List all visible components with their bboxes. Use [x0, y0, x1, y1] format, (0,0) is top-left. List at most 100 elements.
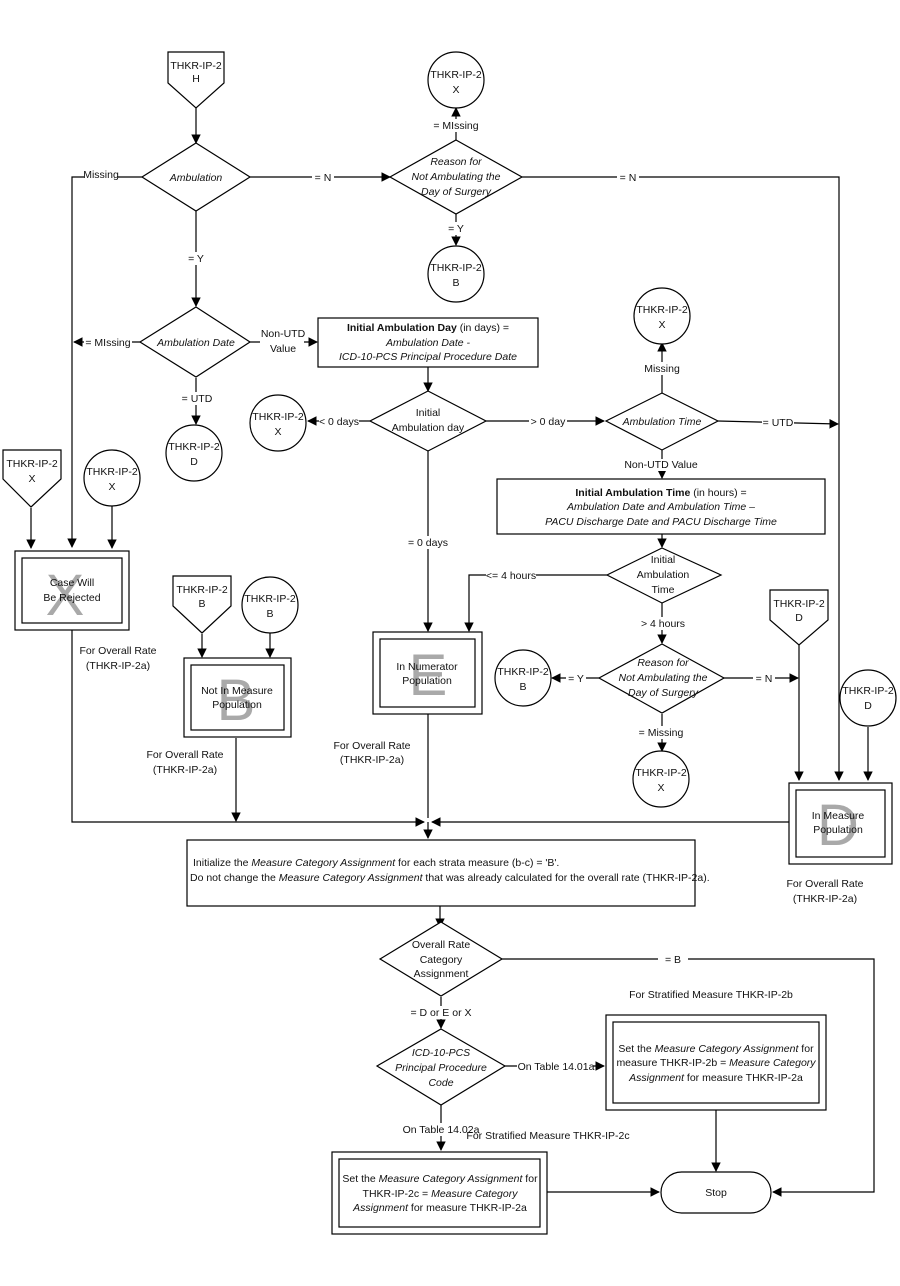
outcome-case-rejected[interactable]: X Case Will Be Rejected	[14, 550, 130, 631]
process-line: ICD-10-PCS Principal Procedure Date	[339, 351, 517, 363]
outcome-label: Not In Measure	[201, 685, 273, 697]
connector-ambdate-d[interactable]: THKR-IP-2 D	[165, 424, 223, 482]
outcome-label: Case Will	[50, 577, 94, 589]
connector-code: X	[452, 84, 459, 96]
connector-code: X	[658, 319, 665, 331]
offpage-connector-d[interactable]: THKR-IP-2 D	[769, 589, 829, 646]
decision-reason-not-ambulating-bottom[interactable]: Reason for Not Ambulating the Day of Sur…	[597, 643, 726, 714]
connector-label: THKR-IP-2	[244, 593, 295, 605]
connector-code: D	[190, 456, 198, 468]
decision-initial-ambulation-time[interactable]: Initial Ambulation Time	[605, 547, 723, 604]
annotation-stratified-2b: For Stratified Measure THKR-IP-2b	[629, 989, 793, 1001]
process-line: Do not change the Measure Category Assig…	[190, 872, 710, 884]
connector-label: THKR-IP-2	[176, 584, 227, 596]
decision-label: Ambulation Date	[156, 337, 235, 349]
connector-label: THKR-IP-2	[252, 411, 303, 423]
process-line: measure THKR-IP-2b = Measure Category	[616, 1057, 816, 1069]
annotation-overall-rate: For Overall Rate	[333, 740, 410, 752]
decision-label: Ambulation Time	[622, 416, 702, 428]
decision-label: Initial	[651, 554, 676, 566]
connector-label: THKR-IP-2	[842, 685, 893, 697]
annotation-stratified-2c: For Stratified Measure THKR-IP-2c	[466, 1130, 629, 1142]
terminal-stop[interactable]: Stop	[660, 1171, 772, 1214]
edge-labels: Missing = N = Y = MIssing = Y = N = MIss…	[83, 119, 794, 1136]
decision-icd-procedure-code[interactable]: ICD-10-PCS Principal Procedure Code	[375, 1028, 507, 1106]
connector-onpage-x[interactable]: THKR-IP-2 X	[83, 449, 141, 507]
edge-label: <= 4 hours	[486, 570, 536, 582]
decision-ambulation[interactable]: Ambulation	[140, 142, 252, 212]
process-line: THKR-IP-2c = Measure Category	[363, 1188, 519, 1200]
annotation-overall-rate: (THKR-IP-2a)	[153, 764, 217, 776]
annotation-overall-rate: For Overall Rate	[146, 749, 223, 761]
outcome-in-measure[interactable]: D In Measure Population	[788, 782, 893, 865]
outcome-label: In Numerator	[396, 661, 458, 673]
connector-onpage-b[interactable]: THKR-IP-2 B	[241, 576, 299, 634]
process-line: Set the Measure Category Assignment for	[618, 1043, 814, 1055]
process-initialize-category[interactable]: Initialize the Measure Category Assignme…	[186, 839, 710, 907]
decision-ambulation-time[interactable]: Ambulation Time	[604, 392, 720, 451]
edge-label: Non-UTD Value	[624, 459, 697, 471]
connector-code: X	[274, 426, 281, 438]
connector-ambtime-x[interactable]: THKR-IP-2 X	[633, 287, 691, 345]
category-letter-x: X	[46, 563, 85, 628]
process-line: Initialize the Measure Category Assignme…	[193, 857, 559, 869]
annotation-overall-rate: (THKR-IP-2a)	[340, 754, 404, 766]
edge-amb-missing	[67, 176, 142, 548]
process-initial-ambulation-time[interactable]: Initial Ambulation Time (in hours) = Amb…	[496, 478, 826, 535]
process-set-thkr-ip-2b[interactable]: Set the Measure Category Assignment for …	[605, 1014, 827, 1111]
connector-reason2-b[interactable]: THKR-IP-2 B	[494, 649, 552, 707]
edge-label: = MIssing	[85, 337, 130, 349]
connector-top-b[interactable]: THKR-IP-2 B	[427, 245, 485, 303]
connector-code: X	[28, 473, 35, 485]
decision-reason-not-ambulating-top[interactable]: Reason for Not Ambulating the Day of Sur…	[388, 139, 524, 215]
connector-top-x[interactable]: THKR-IP-2 X	[427, 51, 485, 109]
process-set-thkr-ip-2c[interactable]: Set the Measure Category Assignment for …	[331, 1151, 548, 1235]
connector-code: X	[657, 782, 664, 794]
connector-code: D	[864, 700, 872, 712]
connector-label: THKR-IP-2	[430, 262, 481, 274]
decision-label: Not Ambulating the	[619, 672, 708, 684]
offpage-connector-h[interactable]: THKR-IP-2 H	[167, 51, 225, 109]
edge-label: Non-UTD	[261, 328, 306, 340]
connector-label: THKR-IP-2	[636, 304, 687, 316]
terminal-label: Stop	[705, 1187, 727, 1199]
decision-label: Principal Procedure	[395, 1062, 487, 1074]
connector-label: THKR-IP-2	[635, 767, 686, 779]
outcome-label: In Measure	[812, 810, 865, 822]
decision-initial-ambulation-day[interactable]: Initial Ambulation day	[368, 390, 488, 452]
edge-label: Missing	[644, 363, 680, 375]
decision-ambulation-date[interactable]: Ambulation Date	[138, 306, 252, 378]
edge-label: > 4 hours	[641, 618, 685, 630]
offpage-connector-x[interactable]: THKR-IP-2 X	[2, 449, 62, 508]
edge-label: = UTD	[763, 417, 794, 429]
connector-label: THKR-IP-2	[168, 441, 219, 453]
decision-label: Reason for	[430, 156, 482, 168]
edge-label: = Y	[188, 253, 204, 265]
edge-label: = N	[756, 673, 773, 685]
decision-label: Not Ambulating the	[412, 171, 501, 183]
connector-label: THKR-IP-2	[430, 69, 481, 81]
connector-onpage-d[interactable]: THKR-IP-2 D	[839, 669, 897, 727]
outcome-in-numerator[interactable]: E In Numerator Population	[372, 631, 483, 715]
connector-code: B	[266, 608, 273, 620]
offpage-connector-b[interactable]: THKR-IP-2 B	[172, 575, 232, 634]
decision-label: Day of Surgery	[628, 687, 699, 699]
connector-code: B	[452, 277, 459, 289]
decision-label: Initial	[416, 407, 441, 419]
edge-label: < 0 days	[319, 416, 359, 428]
connector-initday-x[interactable]: THKR-IP-2 X	[249, 394, 307, 452]
decision-label: Time	[652, 584, 675, 596]
connector-label: THKR-IP-2	[497, 666, 548, 678]
edge-label: = Missing	[639, 727, 684, 739]
edge-label: = 0 days	[408, 537, 448, 549]
connector-reason2-x[interactable]: THKR-IP-2 X	[632, 750, 690, 808]
process-initial-ambulation-day[interactable]: Initial Ambulation Day (in days) = Ambul…	[317, 317, 539, 368]
edge-label: = B	[665, 954, 681, 966]
category-letter-b: B	[217, 668, 256, 733]
connector-label: THKR-IP-2	[773, 598, 824, 610]
outcome-not-in-measure[interactable]: B Not In Measure Population	[183, 657, 292, 738]
edge-label: On Table 14.02a	[403, 1124, 480, 1136]
process-title: Initial Ambulation Time (in hours) =	[575, 487, 746, 499]
process-line: Ambulation Date -	[385, 337, 471, 349]
decision-overall-rate-category[interactable]: Overall Rate Category Assignment	[378, 921, 504, 997]
